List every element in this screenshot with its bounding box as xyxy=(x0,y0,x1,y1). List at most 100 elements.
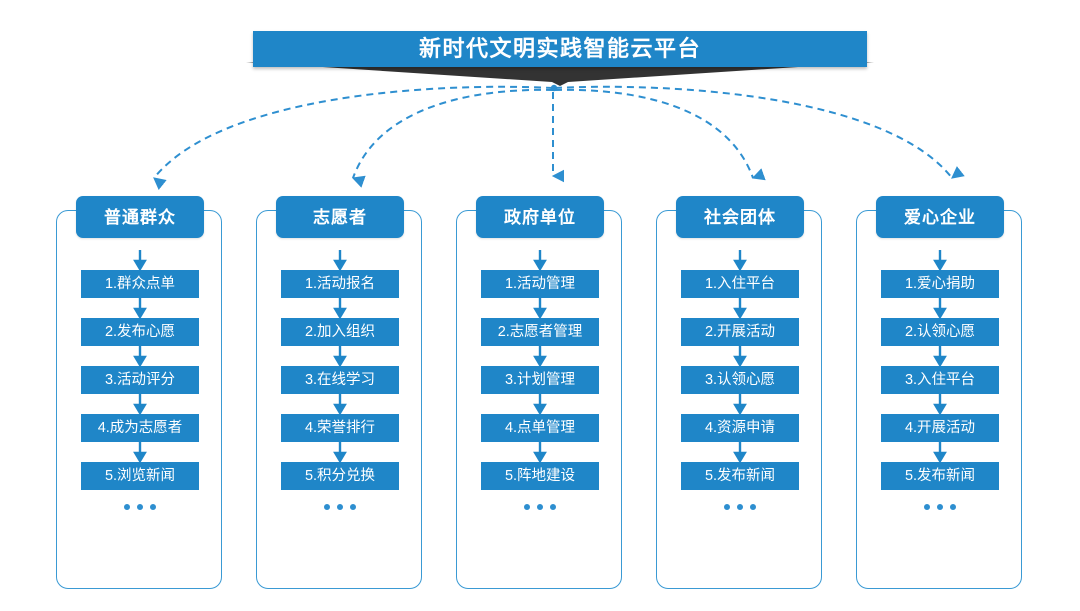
banner-shadow xyxy=(246,62,874,86)
step-item[interactable]: 2.认领心愿 xyxy=(881,318,999,346)
step-item[interactable]: 5.积分兑换 xyxy=(281,462,399,490)
step-item[interactable]: 2.志愿者管理 xyxy=(481,318,599,346)
down-arrow-icon xyxy=(333,394,347,414)
ellipsis-dot xyxy=(924,504,930,510)
step-item[interactable]: 2.加入组织 xyxy=(281,318,399,346)
down-arrow-icon xyxy=(733,298,747,318)
step-item[interactable]: 4.点单管理 xyxy=(481,414,599,442)
step-item[interactable]: 1.入住平台 xyxy=(681,270,799,298)
column-step-list: 1.活动报名 2.加入组织 3.在线学习 4.荣誉排行 xyxy=(256,238,424,510)
column-header-chip[interactable]: 普通群众 xyxy=(76,196,204,238)
down-arrow-icon xyxy=(933,346,947,366)
down-arrow-icon xyxy=(133,298,147,318)
step-label: 2.认领心愿 xyxy=(904,323,976,340)
role-column-ordinary-public: 普通群众 1.群众点单 2.发布心愿 3.活动评 xyxy=(56,196,224,596)
step-label: 3.入住平台 xyxy=(904,371,976,388)
step-item[interactable]: 5.发布新闻 xyxy=(881,462,999,490)
step-item[interactable]: 3.入住平台 xyxy=(881,366,999,394)
down-arrow-icon xyxy=(333,346,347,366)
step-label: 3.活动评分 xyxy=(104,371,176,388)
role-columns: 普通群众 1.群众点单 2.发布心愿 3.活动评 xyxy=(0,196,1080,596)
step-label: 3.计划管理 xyxy=(504,371,576,388)
step-item[interactable]: 3.认领心愿 xyxy=(681,366,799,394)
down-arrow-icon xyxy=(533,394,547,414)
step-label: 4.开展活动 xyxy=(904,419,976,436)
step-item[interactable]: 5.浏览新闻 xyxy=(81,462,199,490)
step-label: 2.开展活动 xyxy=(704,323,776,340)
step-item[interactable]: 4.成为志愿者 xyxy=(81,414,199,442)
step-label: 4.点单管理 xyxy=(504,419,576,436)
step-item[interactable]: 1.爱心捐助 xyxy=(881,270,999,298)
ellipsis-dot xyxy=(950,504,956,510)
step-label: 2.志愿者管理 xyxy=(497,323,583,340)
more-steps-ellipsis xyxy=(724,504,756,510)
ellipsis-dot xyxy=(137,504,143,510)
more-steps-ellipsis xyxy=(324,504,356,510)
role-column-social-organization: 社会团体 1.入住平台 2.开展活动 3.认领心 xyxy=(656,196,824,596)
role-column-volunteer: 志愿者 1.活动报名 2.加入组织 3.在线学习 xyxy=(256,196,424,596)
step-item[interactable]: 1.群众点单 xyxy=(81,270,199,298)
step-label: 3.认领心愿 xyxy=(704,371,776,388)
down-arrow-icon xyxy=(933,298,947,318)
down-arrow-icon xyxy=(133,442,147,462)
step-label: 1.活动报名 xyxy=(304,275,376,292)
step-item[interactable]: 5.发布新闻 xyxy=(681,462,799,490)
step-label: 4.成为志愿者 xyxy=(97,419,183,436)
ellipsis-dot xyxy=(524,504,530,510)
step-item[interactable]: 1.活动报名 xyxy=(281,270,399,298)
column-header-chip[interactable]: 志愿者 xyxy=(276,196,404,238)
step-item[interactable]: 3.活动评分 xyxy=(81,366,199,394)
column-header-label: 政府单位 xyxy=(504,207,576,227)
step-label: 1.爱心捐助 xyxy=(904,275,976,292)
step-item[interactable]: 2.开展活动 xyxy=(681,318,799,346)
step-label: 1.活动管理 xyxy=(504,275,576,292)
step-item[interactable]: 4.资源申请 xyxy=(681,414,799,442)
step-label: 5.阵地建设 xyxy=(504,467,576,484)
down-arrow-icon xyxy=(933,442,947,462)
step-label: 5.浏览新闻 xyxy=(104,467,176,484)
step-item[interactable]: 2.发布心愿 xyxy=(81,318,199,346)
down-arrow-icon xyxy=(333,442,347,462)
step-label: 5.发布新闻 xyxy=(704,467,776,484)
step-item[interactable]: 1.活动管理 xyxy=(481,270,599,298)
connector-to-column-1 xyxy=(153,85,554,191)
page-title: 新时代文明实践智能云平台 xyxy=(418,36,701,61)
down-arrow-icon xyxy=(133,394,147,414)
ellipsis-dot xyxy=(150,504,156,510)
more-steps-ellipsis xyxy=(924,504,956,510)
down-arrow-icon xyxy=(733,346,747,366)
column-header-chip[interactable]: 社会团体 xyxy=(676,196,804,238)
step-item[interactable]: 4.开展活动 xyxy=(881,414,999,442)
step-label: 4.荣誉排行 xyxy=(304,419,376,436)
step-item[interactable]: 4.荣誉排行 xyxy=(281,414,399,442)
down-arrow-icon xyxy=(333,298,347,318)
step-item[interactable]: 3.计划管理 xyxy=(481,366,599,394)
down-arrow-icon xyxy=(733,394,747,414)
column-header-label: 志愿者 xyxy=(313,207,367,227)
column-header-chip[interactable]: 爱心企业 xyxy=(876,196,1004,238)
step-item[interactable]: 3.在线学习 xyxy=(281,366,399,394)
down-arrow-icon xyxy=(733,442,747,462)
step-label: 4.资源申请 xyxy=(704,419,776,436)
ellipsis-dot xyxy=(324,504,330,510)
role-column-caring-enterprise: 爱心企业 1.爱心捐助 2.认领心愿 3.入住平 xyxy=(856,196,1024,596)
ellipsis-dot xyxy=(737,504,743,510)
down-arrow-icon xyxy=(533,250,547,270)
step-item[interactable]: 5.阵地建设 xyxy=(481,462,599,490)
step-label: 5.发布新闻 xyxy=(904,467,976,484)
down-arrow-icon xyxy=(933,250,947,270)
ellipsis-dot xyxy=(537,504,543,510)
connector-to-column-2 xyxy=(351,88,554,188)
column-header-chip[interactable]: 政府单位 xyxy=(476,196,604,238)
ellipsis-dot xyxy=(124,504,130,510)
ellipsis-dot xyxy=(350,504,356,510)
down-arrow-icon xyxy=(133,346,147,366)
column-step-list: 1.活动管理 2.志愿者管理 3.计划管理 4.点单管理 xyxy=(456,238,624,510)
down-arrow-icon xyxy=(133,250,147,270)
column-header-label: 普通群众 xyxy=(104,207,176,227)
step-label: 5.积分兑换 xyxy=(304,467,376,484)
down-arrow-icon xyxy=(533,298,547,318)
down-arrow-icon xyxy=(533,346,547,366)
more-steps-ellipsis xyxy=(524,504,556,510)
